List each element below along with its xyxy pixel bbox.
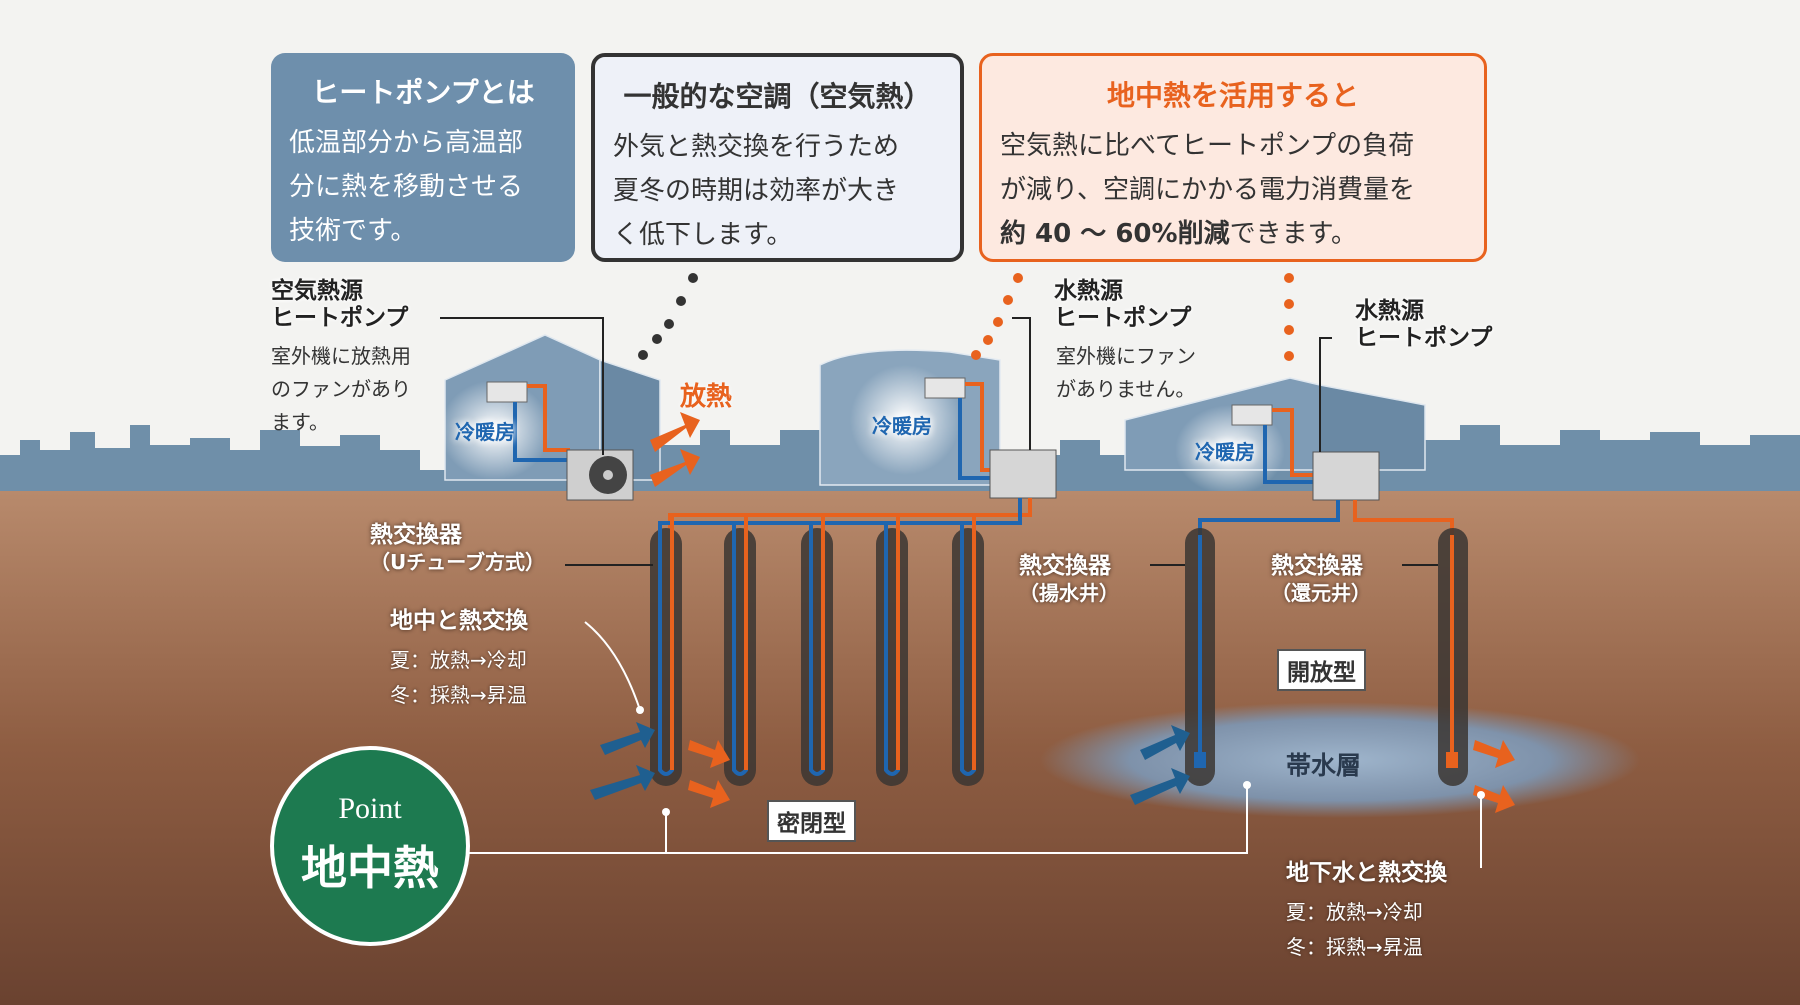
heat-pump-line: 低温部分から高温部 bbox=[289, 128, 524, 158]
water-hp-note: 室外機にファンがありません。 bbox=[1056, 344, 1196, 401]
ground-exchange-winter: 冬：採熱→昇温 bbox=[390, 683, 527, 707]
heat-pump-box: ヒートポンプとは 低温部分から高温部 分に熱を移動させる 技術です。 bbox=[271, 53, 575, 262]
geo-line: 空気熱に比べてヒートポンプの負荷 bbox=[1000, 131, 1415, 161]
heat-pump-line: 分に熱を移動させる bbox=[289, 172, 524, 202]
groundwater-exchange-title: 地下水と熱交換 bbox=[1286, 860, 1447, 886]
u-tube-wells bbox=[650, 515, 984, 786]
dots-geo bbox=[971, 273, 1294, 361]
air-hp-note: 室外機に放熱用のファンがあります。 bbox=[271, 344, 411, 434]
outdoor-unit-1 bbox=[989, 449, 1057, 499]
u-tube-well bbox=[952, 528, 984, 786]
groundwater-exchange-winter: 冬：採熱→昇温 bbox=[1286, 935, 1423, 959]
air-conditioning-box: 一般的な空調（空気熱） 外気と熱交換を行うため 夏冬の時期は効率が大き く低下し… bbox=[591, 53, 964, 262]
heat-pump-title: ヒートポンプとは bbox=[311, 76, 535, 109]
building-label: 冷暖房 bbox=[455, 420, 515, 444]
u-tube-well bbox=[724, 528, 756, 786]
u-tube-pipe bbox=[884, 515, 900, 776]
u-tube-pipe bbox=[809, 515, 825, 776]
heat-release-label: 放熱 bbox=[680, 382, 733, 412]
outdoor-unit-2 bbox=[1312, 451, 1380, 501]
point-badge bbox=[270, 746, 470, 946]
geothermal-box: 地中熱を活用すると 空気熱に比べてヒートポンプの負荷 が減り、空調にかかる電力消… bbox=[979, 53, 1487, 262]
u-tube-well bbox=[876, 528, 908, 786]
pump-well-label: 熱交換器（揚水井） bbox=[1019, 553, 1119, 605]
heat-pump-line: 技術です。 bbox=[289, 216, 417, 246]
ground-exchange-title: 地中と熱交換 bbox=[390, 608, 528, 634]
open-type-tag: 開放型 bbox=[1277, 649, 1366, 691]
u-tube-well bbox=[801, 528, 833, 786]
groundwater-exchange-summer: 夏：放熱→冷却 bbox=[1286, 900, 1423, 924]
water-hp-label-2: 水熱源ヒートポンプ bbox=[1355, 298, 1493, 351]
water-hp-label-1: 水熱源ヒートポンプ bbox=[1054, 278, 1192, 331]
u-tube-pipe bbox=[658, 515, 674, 776]
building-label: 冷暖房 bbox=[1195, 440, 1255, 464]
air-line: 外気と熱交換を行うため bbox=[613, 132, 900, 162]
ground-exchange-summer: 夏：放熱→冷却 bbox=[390, 648, 527, 672]
u-tube-pipe bbox=[732, 515, 748, 776]
aquifer-label: 帯水層 bbox=[1286, 751, 1362, 780]
geo-title: 地中熱を活用すると bbox=[1106, 79, 1359, 112]
air-line: く低下します。 bbox=[613, 220, 793, 250]
return-well-label: 熱交換器（還元井） bbox=[1271, 553, 1371, 605]
air-title: 一般的な空調（空気熱） bbox=[623, 80, 932, 113]
u-tube-pipe bbox=[960, 515, 976, 776]
point-label: Point bbox=[338, 792, 402, 825]
outdoor-unit-fan bbox=[566, 449, 634, 501]
geo-reduction: 約 40 ～ 60%削減 bbox=[1000, 219, 1230, 249]
closed-type-tag: 密閉型 bbox=[767, 800, 856, 842]
utube-hx-label: 熱交換器（Uチューブ方式） bbox=[370, 522, 546, 574]
geo-tail: できます。 bbox=[1229, 219, 1357, 249]
u-tube-well bbox=[650, 528, 682, 786]
point-title: 地中熱 bbox=[301, 841, 439, 895]
air-hp-label: 空気熱源ヒートポンプ bbox=[271, 278, 409, 331]
air-line: 夏冬の時期は効率が大き bbox=[613, 176, 900, 206]
geo-line: が減り、空調にかかる電力消費量を bbox=[1000, 175, 1415, 205]
dots-air bbox=[638, 273, 698, 360]
building-label: 冷暖房 bbox=[872, 414, 932, 438]
